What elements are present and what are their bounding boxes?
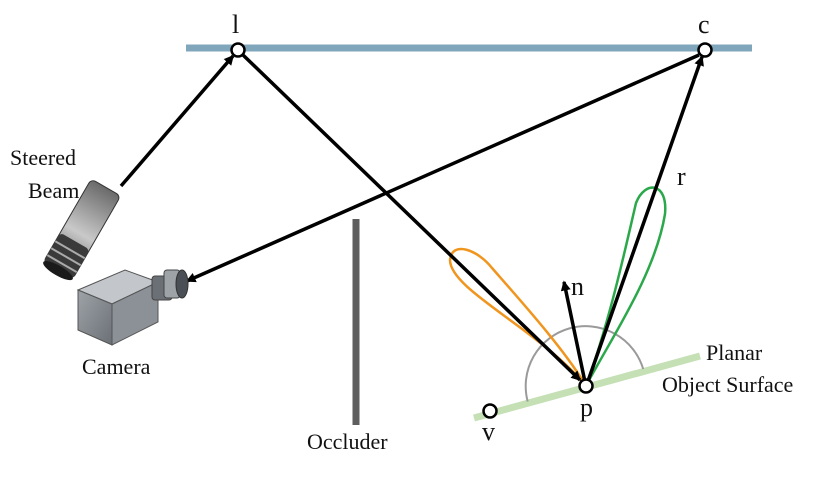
point-l [230, 42, 246, 58]
l-to-p-arrow [241, 53, 582, 382]
c-to-camera-arrow [185, 53, 700, 283]
label-beam: Beam [28, 178, 79, 203]
label-v: v [482, 417, 495, 446]
label-planar: Planar [706, 340, 763, 365]
label-p: p [580, 393, 593, 422]
label-camera: Camera [82, 354, 151, 379]
label-object-surface: Object Surface [662, 372, 793, 397]
camera-icon [76, 269, 189, 346]
beam-to-l-arrow [119, 54, 235, 188]
label-c: c [698, 10, 710, 39]
label-n: n [571, 272, 584, 301]
laser-emitter-icon [43, 180, 120, 281]
hemisphere-arc [524, 325, 645, 402]
label-l: l [232, 10, 239, 39]
point-c [697, 42, 713, 58]
point-p [578, 378, 594, 394]
label-r: r [677, 162, 686, 191]
point-v [482, 403, 498, 419]
normal-arrow [560, 280, 587, 383]
label-steered: Steered [10, 145, 76, 170]
incident-lobe [448, 247, 588, 387]
label-occluder: Occluder [307, 429, 388, 454]
p-to-c-arrow [586, 55, 704, 382]
